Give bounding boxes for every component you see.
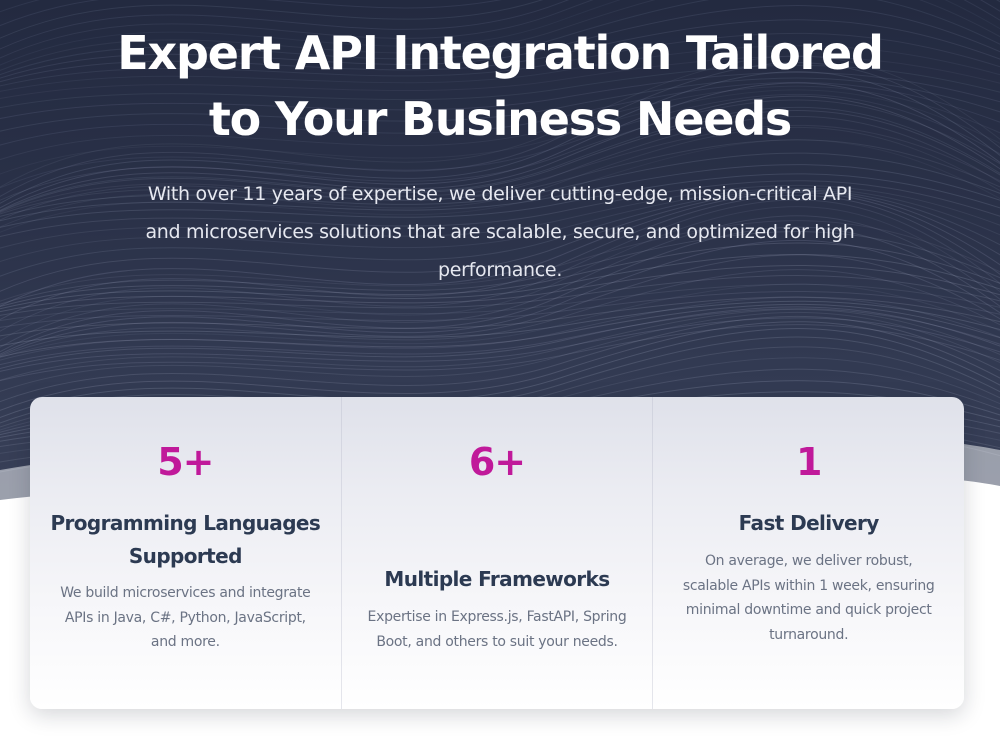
hero-wave-line	[0, 308, 1000, 381]
hero-wave-line	[0, 72, 1000, 120]
hero-wave-line	[0, 5, 1000, 79]
stat-number: 6+	[468, 440, 526, 484]
hero-wave-line	[0, 321, 1000, 411]
hero-wave-line	[0, 93, 1000, 189]
hero-wave-line	[0, 77, 1000, 132]
hero-wave-line	[0, 71, 1000, 205]
hero-wave-line	[0, 206, 1000, 342]
hero-wave-line	[0, 192, 1000, 307]
hero-wave-line	[0, 95, 1000, 212]
hero-wave-line	[0, 0, 1000, 39]
hero-wave-line	[0, 19, 1000, 83]
hero-wave-line	[0, 215, 1000, 348]
hero-wave-background	[0, 0, 1000, 473]
stat-number: 5+	[157, 440, 214, 484]
hero-wave-line	[0, 126, 1000, 228]
hero-wave-line	[0, 239, 1000, 355]
stats-card: 5+ Programming Languages Supported We bu…	[30, 397, 964, 709]
hero-wave-line	[0, 296, 1000, 361]
hero-wave-line	[0, 139, 1000, 215]
hero-wave-line	[0, 110, 1000, 213]
hero-wave-line	[0, 85, 1000, 161]
hero-wave-line	[0, 324, 1000, 382]
hero-wave-line	[0, 0, 1000, 50]
hero-wave-line	[0, 300, 1000, 347]
stat-fast-delivery: 1 Fast Delivery On average, we deliver r…	[652, 397, 964, 709]
stat-title: Programming Languages Supported	[50, 511, 321, 568]
hero-wave-line	[0, 45, 1000, 92]
hero-wave-line	[0, 173, 1000, 228]
hero-wave-line	[0, 64, 1000, 109]
hero-subtitle: With over 11 years of expertise, we deli…	[145, 183, 855, 281]
hero-wave-line	[0, 254, 1000, 357]
hero-wave-line	[0, 124, 1000, 214]
hero-wave-line	[0, 220, 1000, 302]
hero-wave-line	[0, 32, 1000, 87]
hero-wave-line	[0, 89, 1000, 175]
stat-description: We build microservices and integrate API…	[60, 585, 311, 650]
hero-wave-line	[0, 231, 1000, 305]
hero-wave-line	[0, 180, 1000, 238]
hero-wave-line	[0, 242, 1000, 308]
stat-programming-languages: 5+ Programming Languages Supported We bu…	[30, 397, 341, 709]
hero-wave-line	[0, 199, 1000, 332]
hero-wave-line	[0, 0, 1000, 72]
hero-wave-line	[0, 55, 1000, 100]
stat-description: On average, we deliver robust, scalable …	[682, 553, 935, 643]
hero-wave-line	[0, 336, 1000, 424]
hero-wave-line	[0, 194, 1000, 321]
hero-wave-line	[0, 187, 1000, 263]
hero-wave-line	[0, 311, 1000, 393]
hero-wave-line	[0, 269, 1000, 357]
hero-wave-line	[0, 106, 1000, 212]
hero-wave-line	[0, 139, 1000, 233]
hero-wave-line	[0, 190, 1000, 292]
hero-wave-line	[0, 99, 1000, 201]
hero-wave-line	[0, 164, 1000, 222]
stat-multiple-frameworks: 6+ Multiple Frameworks Expertise in Expr…	[340, 397, 653, 709]
hero-wave-line	[0, 0, 1000, 59]
hero-wave-line	[0, 283, 1000, 322]
hero-wave-line	[0, 0, 1000, 66]
hero-wave-line	[0, 82, 1000, 209]
hero-wave-line	[0, 296, 1000, 337]
hero-wave-line	[0, 81, 1000, 146]
hero-wave-line	[0, 254, 1000, 310]
hero-wave-line	[0, 184, 1000, 249]
hero-wave-line	[0, 303, 1000, 358]
stat-title: Multiple Frameworks	[384, 567, 610, 591]
stat-description: Expertise in Express.js, FastAPI, Spring…	[367, 609, 627, 650]
hero-title: Expert API Integration Tailored to Your …	[117, 26, 884, 146]
hero-wave-line	[0, 115, 1000, 221]
hero-wave-line	[0, 306, 1000, 370]
hero-wave-line	[0, 275, 1000, 316]
hero-wave-line	[0, 152, 1000, 217]
hero-wave-line	[0, 265, 1000, 313]
hero-wave-line	[0, 0, 1000, 76]
hero-wave-line	[0, 62, 1000, 198]
hero-wave-line	[0, 189, 1000, 277]
hero-wave-line	[0, 315, 1000, 403]
hero-wave-line	[0, 308, 1000, 366]
hero-wave-line	[0, 290, 1000, 328]
stat-title: Fast Delivery	[738, 511, 880, 535]
hero-wave-line	[0, 226, 1000, 353]
hero-wave-line	[0, 283, 1000, 359]
hero-wave-line	[0, 328, 1000, 419]
hero-wave-line	[0, 55, 1000, 188]
stat-number: 1	[795, 440, 822, 484]
hero-wave-line	[0, 317, 1000, 372]
